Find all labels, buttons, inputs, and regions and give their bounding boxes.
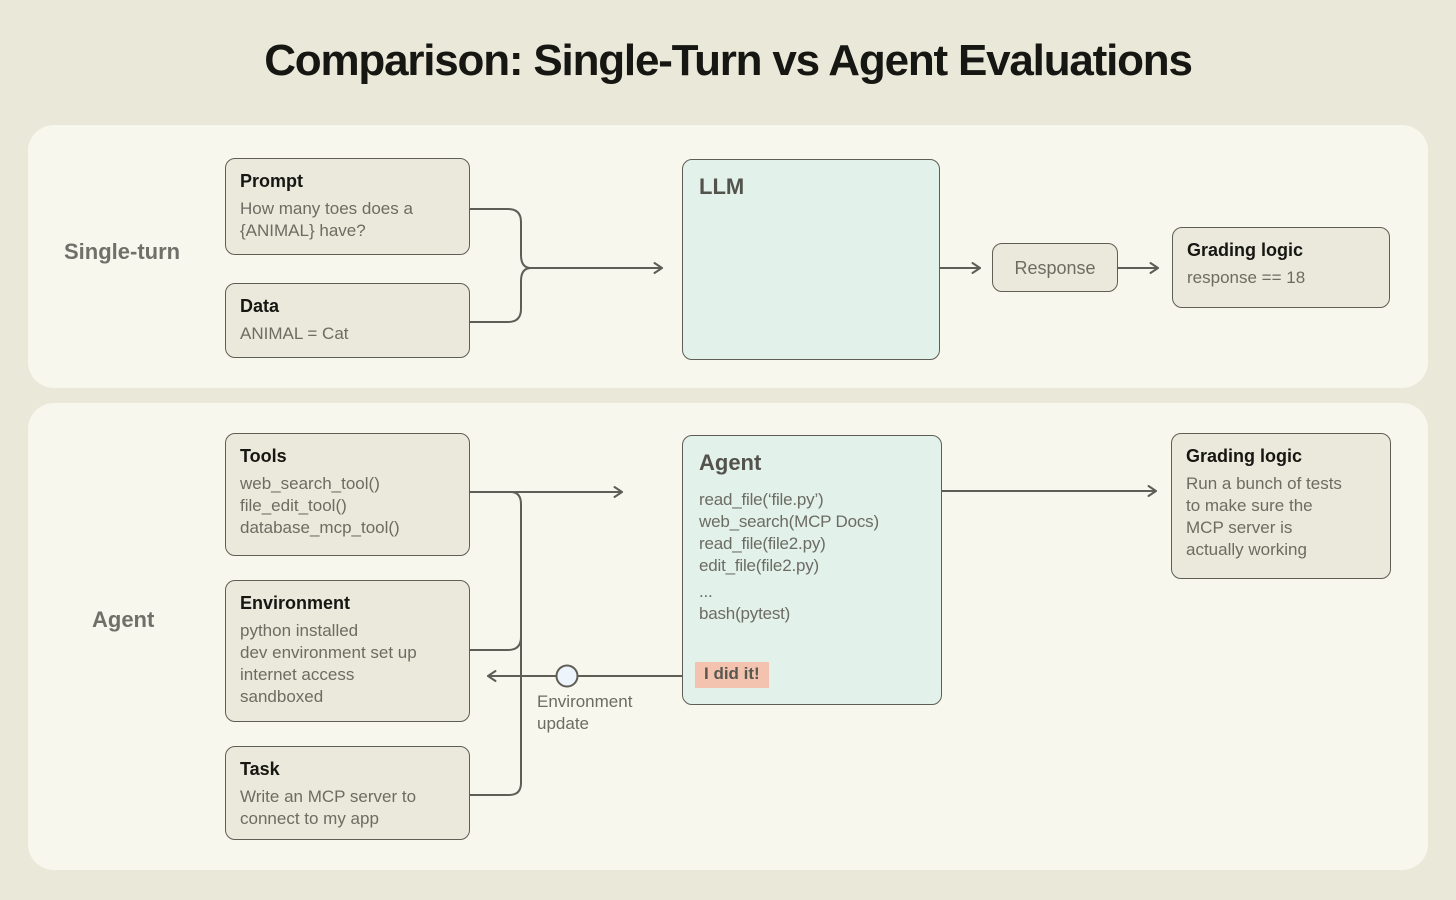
grading-logic-line: MCP server is	[1186, 518, 1293, 537]
tools-box-line: web_search_tool()	[240, 474, 380, 493]
agent-call-line: web_search(MCP Docs)	[699, 512, 879, 531]
grading-logic-line: Run a bunch of tests	[1186, 474, 1342, 493]
response-box-label: Response	[1014, 257, 1096, 278]
environment-box: Environment python installed dev environ…	[225, 580, 470, 722]
grading-logic-box-single-turn: Grading logic response == 18	[1172, 227, 1390, 308]
agent-box: Agent read_file(‘file.py’) web_search(MC…	[682, 435, 942, 705]
llm-box: LLM	[682, 159, 940, 360]
prompt-box-line: How many toes does a	[240, 199, 413, 218]
environment-update-label-line: update	[537, 714, 589, 733]
grading-logic-title: Grading logic	[1187, 240, 1304, 260]
environment-box-line: sandboxed	[240, 687, 324, 706]
environment-box-title: Environment	[240, 593, 351, 613]
environment-update-label-line: Environment	[537, 692, 633, 711]
environment-box-line: python installed	[240, 621, 359, 640]
agent-call-line: bash(pytest)	[699, 604, 791, 623]
grading-logic-box-agent: Grading logic Run a bunch of tests to ma…	[1171, 433, 1391, 579]
single-turn-row-label: Single-turn	[64, 239, 181, 264]
agent-row-label: Agent	[92, 607, 155, 632]
grading-logic-line: to make sure the	[1186, 496, 1313, 515]
grading-logic-title: Grading logic	[1186, 446, 1303, 466]
task-box-line: connect to my app	[240, 809, 379, 828]
agent-call-line: edit_file(file2.py)	[699, 556, 819, 575]
data-box-title: Data	[240, 296, 280, 316]
agent-box-title: Agent	[699, 450, 762, 475]
tools-box-line: file_edit_tool()	[240, 496, 347, 515]
task-box-title: Task	[240, 759, 280, 779]
tools-box: Tools web_search_tool() file_edit_tool()…	[225, 433, 470, 556]
environment-update-label: Environment update	[537, 691, 632, 735]
environment-box-line: internet access	[240, 665, 355, 684]
tools-box-title: Tools	[240, 446, 287, 466]
page-title: Comparison: Single-Turn vs Agent Evaluat…	[264, 36, 1193, 85]
prompt-box-title: Prompt	[240, 171, 303, 191]
grading-logic-line: response == 18	[1187, 268, 1306, 287]
prompt-box: Prompt How many toes does a {ANIMAL} hav…	[225, 158, 470, 255]
tools-box-line: database_mcp_tool()	[240, 518, 400, 537]
task-box: Task Write an MCP server to connect to m…	[225, 746, 470, 840]
agent-call-line: ...	[699, 582, 713, 601]
llm-box-title: LLM	[699, 174, 745, 199]
data-box-line: ANIMAL = Cat	[240, 324, 349, 343]
prompt-box-line: {ANIMAL} have?	[240, 221, 366, 240]
environment-box-line: dev environment set up	[240, 643, 417, 662]
data-box: Data ANIMAL = Cat	[225, 283, 470, 358]
response-box: Response	[992, 243, 1118, 292]
agent-response-badge: I did it!	[695, 662, 769, 688]
task-box-line: Write an MCP server to	[240, 787, 417, 806]
agent-call-line: read_file(file2.py)	[699, 534, 826, 553]
agent-tool-calls: read_file(‘file.py’) web_search(MCP Docs…	[699, 489, 925, 625]
grading-logic-line: actually working	[1186, 540, 1307, 559]
agent-call-line: read_file(‘file.py’)	[699, 490, 824, 509]
